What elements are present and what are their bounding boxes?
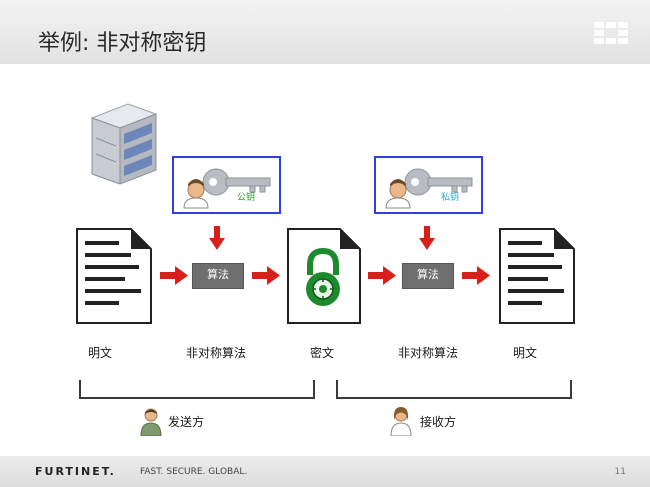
private-key-box: 私钥 [374, 156, 483, 214]
public-key-box: 公钥 [172, 156, 281, 214]
right-arrow-1 [160, 266, 188, 285]
ciphertext-document-icon [286, 227, 362, 329]
fortinet-brand: FURTINET. [35, 465, 116, 478]
label-asym-algo-right: 非对称算法 [398, 346, 459, 360]
sender-person-icon [140, 406, 162, 440]
receiver-person-icon [390, 406, 412, 440]
plaintext-document-right-icon [498, 227, 576, 329]
server-icon [88, 100, 160, 194]
slide-header [0, 0, 650, 64]
receiver-label: 接收方 [420, 415, 457, 429]
algorithm-box-encrypt: 算法 [192, 263, 244, 289]
label-asym-algo-left: 非对称算法 [186, 346, 247, 360]
slide-footer [0, 456, 650, 487]
sender-bracket [79, 380, 315, 399]
receiver-bracket [336, 380, 572, 399]
algorithm-box-decrypt: 算法 [402, 263, 454, 289]
right-arrow-3 [368, 266, 396, 285]
private-key-label: 私钥 [441, 193, 460, 203]
footer-slogan: FAST. SECURE. GLOBAL. [140, 467, 248, 477]
down-arrow-private-key [419, 226, 435, 250]
sender-label: 发送方 [168, 415, 205, 429]
public-key-icon [183, 168, 271, 209]
label-plaintext-left: 明文 [88, 346, 113, 360]
right-arrow-4 [462, 266, 490, 285]
private-key-icon [385, 168, 473, 209]
slide-title: 举例: 非对称密钥 [38, 31, 207, 56]
fortinet-logo-icon [594, 22, 628, 48]
label-plaintext-right: 明文 [513, 346, 538, 360]
label-ciphertext: 密文 [310, 346, 335, 360]
plaintext-document-left-icon [75, 227, 153, 329]
right-arrow-2 [252, 266, 280, 285]
page-number: 11 [614, 467, 626, 477]
down-arrow-public-key [209, 226, 225, 250]
public-key-label: 公钥 [237, 193, 256, 203]
